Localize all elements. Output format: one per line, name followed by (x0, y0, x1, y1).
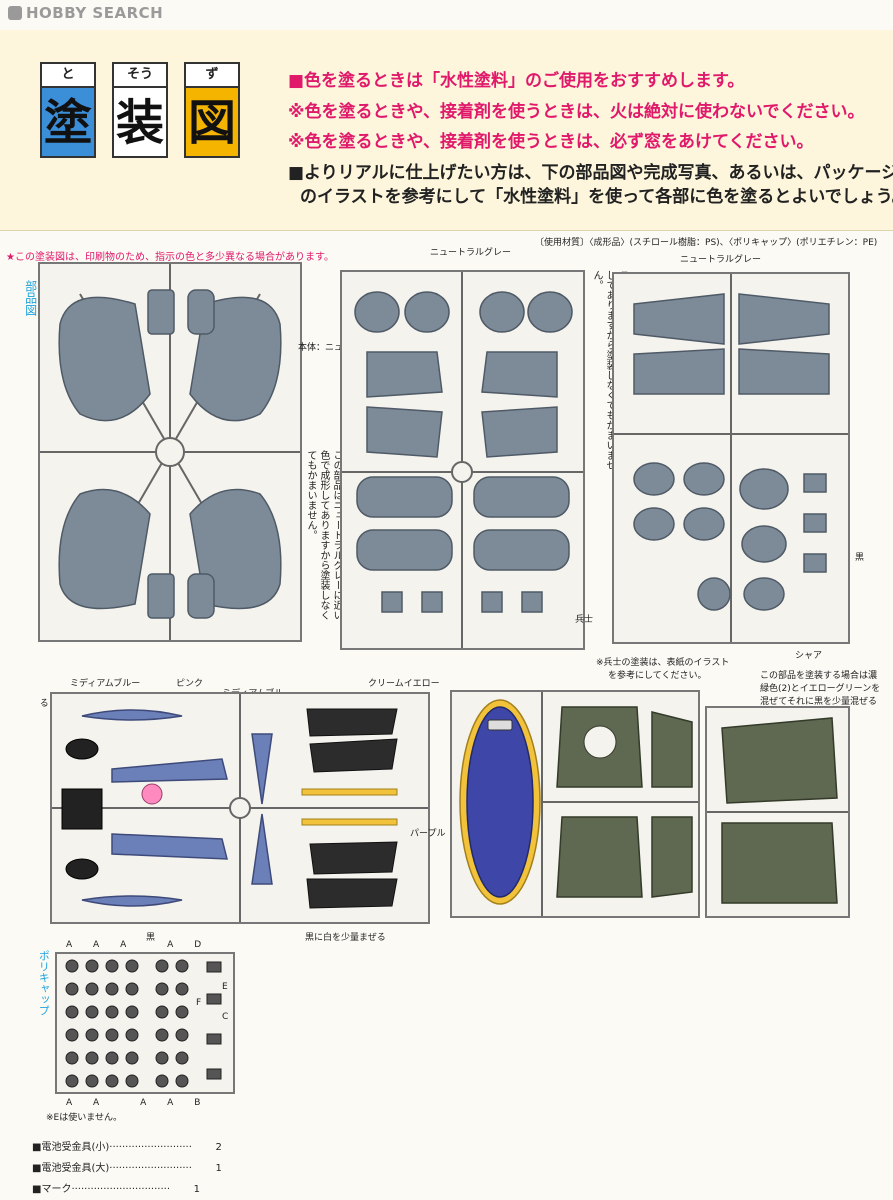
parts-frame-c (612, 272, 850, 644)
polycap-bottom-labels: A A A A B (66, 1098, 200, 1108)
instruction-line-4: ■よりリアルに仕上げたい方は、下の部品図や完成写真、あるいは、パッケージ (288, 163, 893, 183)
label-black-c: 黒 (855, 553, 865, 563)
green-note-3: 混ぜてそれに黒を少量混ぜる (760, 697, 878, 707)
accessory-row: ■マーク······························· 1 (32, 1180, 200, 1195)
polycap-top-labels: A A A A D (66, 940, 201, 950)
green-note-1: この部品を塗装する場合は濃 (760, 671, 878, 681)
instruction-line-1: ■色を塗るときは「水性塗料」のご使用をおすすめします。 (288, 71, 745, 91)
label-pink: ピンク (176, 679, 204, 689)
label-medium-blue-1: ミディアムブルー (70, 679, 141, 689)
polycap-side-label-c: C (222, 1012, 229, 1022)
title-tile-furigana: そう (114, 64, 166, 88)
soldier-note-1: ※兵士の塗装は、表紙のイラスト (596, 658, 730, 668)
accessory-row: ■電池受金具(大)·························· 1 (32, 1159, 222, 1174)
polycap-label: D (194, 940, 202, 950)
frame-f-drawing (707, 717, 848, 904)
instruction-line-3: ※色を塗るときや、接着剤を使うときは、必ず窓をあけてください。 (288, 132, 814, 152)
green-note-2: 緑色(2)とイエローグリーンを (760, 684, 881, 694)
polycap-label: A (167, 1098, 174, 1108)
title-tile-kanji: 図 (187, 95, 236, 151)
polycap-label: A (140, 1098, 147, 1108)
label-neutral-gray-b: ニュートラルグレー (430, 248, 512, 258)
polycap-drawing (65, 959, 222, 1088)
label-black-d: 黒 (146, 933, 156, 943)
label-cream-yellow: クリームイエロー (368, 679, 440, 689)
instruction-line-2: ※色を塗るときや、接着剤を使うときは、火は絶対に使わないでください。 (288, 102, 865, 122)
polycap-label: A (66, 940, 73, 950)
parts-frame-a (38, 262, 302, 642)
frame-e-drawing (459, 692, 698, 916)
accessory-row: ■電池受金具(小)·························· 2 (32, 1138, 222, 1153)
polycap-label: A (66, 1098, 73, 1108)
title-tile-furigana: ず (186, 64, 238, 88)
label-neutral-gray-c: ニュートラルグレー (680, 255, 762, 265)
caution-note: ★この塗装図は、印刷物のため、指示の色と多少異なる場合があります。 (6, 252, 334, 263)
title-tile-kanji: 装 (115, 95, 164, 151)
parts-frame-d (50, 692, 430, 924)
frame-b-drawing (342, 272, 583, 648)
polycap-label: A (93, 940, 100, 950)
watermark-logo-icon (8, 6, 22, 20)
instruction-line-5: のイラストを参考にして「水性塗料」を使って各部に色を塗るとよいでしょう。 (300, 187, 893, 207)
polycap-frame (55, 952, 235, 1094)
watermark: HOBBY SEARCH (8, 4, 163, 22)
title-tile-sou: そう 装 (112, 62, 168, 158)
accessory-dots: ·························· (109, 1142, 192, 1153)
accessory-name: ■電池受金具(大) (32, 1163, 110, 1174)
frame-d-drawing (52, 694, 428, 922)
polycap-side-label-f: F (196, 998, 202, 1008)
parts-frame-b (340, 270, 585, 650)
label-black-white: 黒に白を少量まぜる (305, 933, 386, 943)
accessory-dots: ······························· (71, 1184, 170, 1195)
label-char: シャア (795, 651, 823, 661)
polycap-label: B (194, 1098, 201, 1108)
label-purple: パープル (410, 829, 446, 839)
section-label-polycap: ポリキャップ (37, 950, 51, 1016)
polycap-label: A (167, 940, 174, 950)
accessory-qty: 1 (215, 1163, 222, 1174)
parts-frame-e (450, 690, 700, 918)
label-soldier: 兵士 (575, 615, 594, 625)
polycap-side-label-e: E (222, 982, 228, 992)
accessory-dots: ·························· (109, 1163, 192, 1174)
accessory-name: ■マーク (32, 1184, 72, 1195)
frame-c-drawing (614, 274, 848, 642)
title-tile-furigana: と (42, 64, 94, 88)
accessory-qty: 2 (215, 1142, 222, 1153)
parts-frame-f (705, 706, 850, 918)
polycap-label: A (120, 940, 127, 950)
section-label-parts: 部品図 (23, 280, 38, 316)
polycap-label: A (93, 1098, 100, 1108)
polycap-note: ※Eは使いません。 (46, 1113, 122, 1123)
title-tile-zu: ず 図 (184, 62, 240, 158)
materials-note: 〔使用材質〕〈成形品〉(スチロール樹脂：PS)、〈ポリキャップ〉(ポリエチレン：… (535, 238, 878, 248)
accessory-qty: 1 (193, 1184, 200, 1195)
accessory-name: ■電池受金具(小) (32, 1142, 110, 1153)
frame-a-drawing (40, 264, 300, 640)
title-tile-to: と 塗 (40, 62, 96, 158)
title-tile-kanji: 塗 (43, 95, 92, 151)
frame-a-note: この部品はニュートラルグレーに近い色で成形してありますから塗装しなくてもかまいま… (305, 450, 342, 620)
soldier-note-2: を参考にしてください。 (608, 671, 707, 681)
